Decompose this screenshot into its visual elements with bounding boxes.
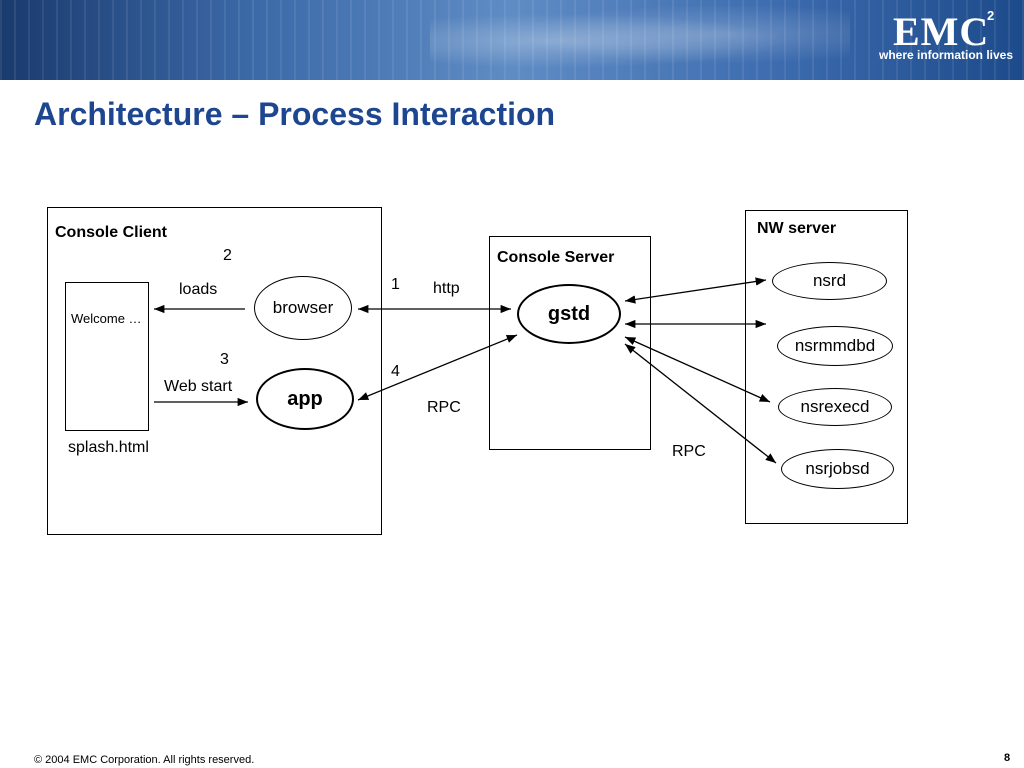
step-2-label: 2 [223, 247, 232, 264]
nsrmmdbd-node: nsrmmdbd [777, 326, 893, 366]
http-label: http [433, 280, 460, 297]
web-start-label: Web start [164, 378, 233, 395]
step-3-label: 3 [220, 351, 229, 368]
browser-node: browser [254, 276, 352, 340]
app-node: app [256, 368, 354, 430]
rpc-left-label: RPC [427, 399, 461, 416]
logo-superscript: 2 [987, 8, 995, 23]
footer-copyright: © 2004 EMC Corporation. All rights reser… [34, 754, 255, 766]
console-server-label: Console Server [497, 249, 615, 266]
header-banner: EMC 2 where information lives [0, 0, 1024, 80]
console-client-label: Console Client [55, 224, 168, 241]
splash-welcome-text: Welcome … [71, 311, 142, 326]
nsrjobsd-node: nsrjobsd [781, 449, 894, 489]
nw-server-label: NW server [757, 220, 837, 237]
rpc-right-label: RPC [672, 443, 706, 460]
step-4-label: 4 [391, 363, 400, 380]
emc-logo: EMC 2 where information lives [875, 6, 1015, 72]
logo-tagline: where information lives [879, 48, 1014, 62]
loads-label: loads [179, 281, 218, 298]
nsrd-node: nsrd [772, 262, 887, 300]
nsrexecd-node: nsrexecd [778, 388, 892, 426]
splash-file-label: splash.html [68, 439, 149, 456]
logo-wordmark: EMC [893, 9, 990, 54]
world-map-graphic [430, 6, 850, 76]
step-1-label: 1 [391, 276, 400, 293]
slide-title: Architecture – Process Interaction [34, 96, 556, 132]
gstd-node: gstd [517, 284, 621, 344]
banner-texture [0, 0, 1024, 80]
page-number: 8 [1004, 752, 1011, 764]
splash-window [65, 282, 149, 431]
